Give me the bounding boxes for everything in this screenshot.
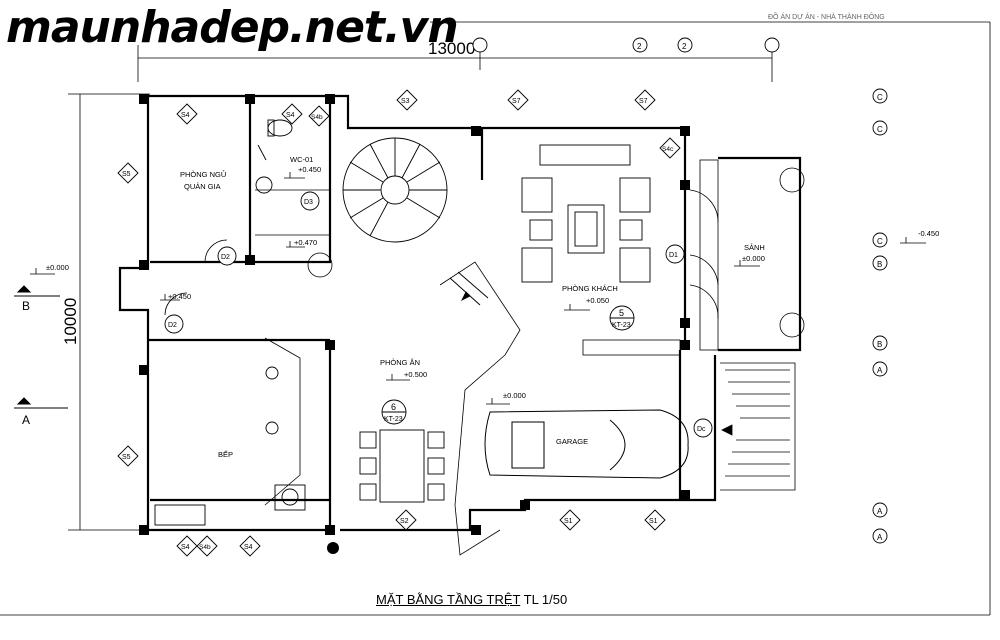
garage-car (484, 409, 689, 479)
room-dining: PHÒNG ĂN (380, 358, 420, 367)
window-tag-s4c: S4c (662, 146, 674, 153)
room-kitchen: BẾP (218, 449, 233, 459)
window-tag-s7-1: S7 (512, 98, 521, 105)
room-garage: GARAGE (556, 437, 588, 446)
window-tag-s1-2: S1 (649, 518, 658, 525)
room-living: PHÒNG KHÁCH (562, 284, 618, 293)
door-tag-d3: D3 (304, 199, 313, 206)
level-lobby: ±0.000 (742, 254, 765, 263)
door-tag-d2-b: D2 (168, 322, 177, 329)
level-markers (30, 172, 926, 405)
room-lobby: SẢNH (744, 243, 765, 252)
spiral-staircase (342, 137, 448, 243)
depth-dimension: 10000 (61, 298, 80, 345)
section-b-label: B (22, 299, 30, 313)
grid-label-b-2: B (877, 340, 882, 349)
room-maid-line1: PHÒNG NGỦ (180, 170, 226, 179)
door-tag-d1: D1 (669, 252, 678, 259)
grid-label-c-2: C (877, 125, 883, 134)
window-tag-s2: S2 (400, 518, 409, 525)
entrance-stairs (721, 369, 790, 477)
window-tags (117, 89, 681, 557)
window-tag-s5-2: S5 (122, 454, 131, 461)
grid-label-a-1: A (877, 366, 883, 375)
level-outside-right: -0.450 (918, 229, 939, 238)
window-tag-s1-1: S1 (564, 518, 573, 525)
level-living: +0.050 (586, 296, 609, 305)
detail-a-num: 5 (619, 308, 624, 318)
window-tag-s5-1: S5 (122, 171, 131, 178)
door-tag-dc: Dc (697, 426, 706, 433)
drawing-caption: MẶT BẰNG TẦNG TRỆT TL 1/50 (376, 592, 567, 607)
window-tag-s4b-2: S4b (199, 544, 211, 551)
drawing-title: MẶT BẰNG TẦNG TRỆT (376, 592, 521, 607)
grid-label-a-2: A (877, 507, 883, 516)
plants (307, 167, 805, 338)
grid-label-2-b: 2 (682, 42, 687, 51)
site-watermark: maunhadep.net.vn (6, 2, 459, 53)
window-tag-s4-4: S4 (244, 544, 253, 551)
section-a-label: A (22, 413, 30, 427)
dining-set (359, 429, 445, 503)
frame (0, 21, 991, 616)
living-furniture (521, 144, 651, 283)
door-tags (164, 191, 713, 438)
level-outside-left: ±0.000 (46, 263, 69, 272)
detail-a-ref: KT-23 (612, 322, 631, 329)
detail-b-ref: KT-23 (384, 416, 403, 423)
header-note: ĐỒ ÁN DỰ ÁN - NHÀ THÀNH ĐÔNG (768, 14, 885, 21)
drawing-scale: TL 1/50 (523, 592, 568, 607)
grid-label-b-1: B (877, 260, 882, 269)
grid-label-a-3: A (877, 533, 883, 542)
detail-b-num: 6 (391, 402, 396, 412)
window-tag-s7-2: S7 (639, 98, 648, 105)
level-dining: +0.500 (404, 370, 427, 379)
level-kitchen-entry: +0.450 (168, 292, 191, 301)
grid-label-c-1: C (877, 93, 883, 102)
room-maid-line2: QUẢN GIA (184, 182, 221, 191)
level-garage: ±0.000 (503, 391, 526, 400)
door-swings (164, 189, 719, 319)
door-tag-d2-a: D2 (221, 254, 230, 261)
kitchen-fixtures (154, 366, 306, 526)
grid-label-c-3: C (877, 237, 883, 246)
interior-lines (255, 159, 796, 556)
columns (139, 94, 690, 554)
grid-bubbles (472, 37, 888, 544)
level-wc2: +0.470 (294, 238, 317, 247)
stair-ramp (449, 271, 489, 306)
window-tag-s4-2: S4 (286, 112, 295, 119)
level-wc: +0.450 (298, 165, 321, 174)
window-tag-s4b: S4b (311, 114, 323, 121)
window-tag-s4-1: S4 (181, 112, 190, 119)
width-dimension: 13000 (428, 39, 475, 58)
room-wc: WC-01 (290, 155, 313, 164)
window-tag-s4-3: S4 (181, 544, 190, 551)
left-dimension (68, 93, 150, 531)
detail-callouts (381, 305, 635, 425)
grid-label-2-a: 2 (637, 42, 642, 51)
walls (118, 94, 802, 532)
wc-fixtures (255, 119, 293, 194)
window-tag-s3: S3 (401, 98, 410, 105)
section-markers (14, 285, 68, 409)
